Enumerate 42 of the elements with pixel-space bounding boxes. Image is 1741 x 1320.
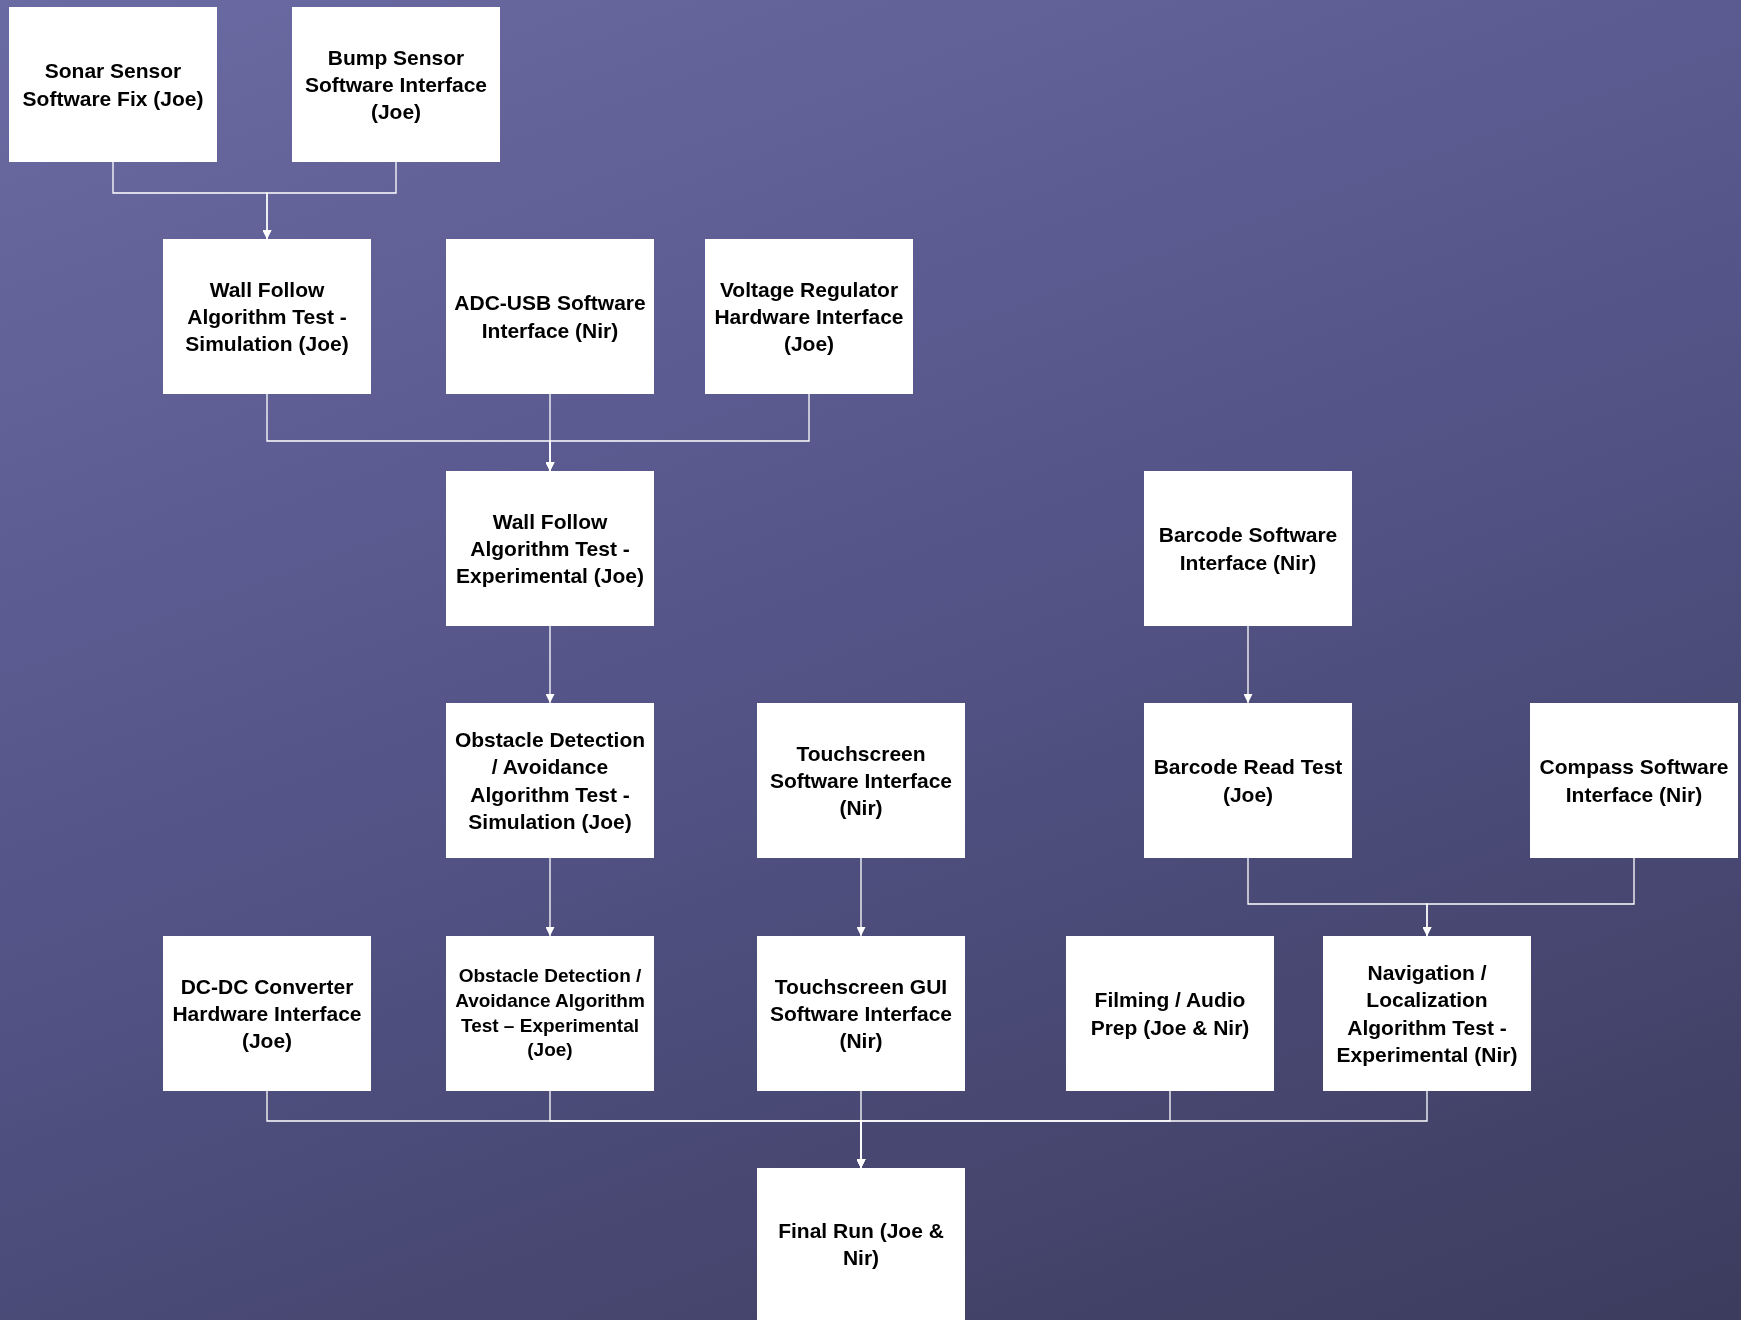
task-box <box>1323 936 1531 1091</box>
task-label: Obstacle Detection / Avoidance Algorithm Test – Experimental (Joe) <box>454 964 646 1063</box>
task-label: Compass Software Interface (Nir) <box>1538 754 1730 808</box>
task-box <box>757 1168 965 1320</box>
task-label: ADC-USB Software Interface (Nir) <box>453 290 647 344</box>
task-box <box>446 703 654 858</box>
task-box <box>9 7 217 162</box>
task-box <box>1144 703 1352 858</box>
task-box <box>1530 703 1738 858</box>
task-label: Navigation / Localization Algorithm Test - Experimental (Nir) <box>1335 959 1519 1068</box>
task-label: Touchscreen Software Interface (Nir) <box>768 740 954 822</box>
task-label: Wall Follow Algorithm Test - Experimental (Joe) <box>455 508 645 590</box>
task-box <box>1144 471 1352 626</box>
task-box <box>757 703 965 858</box>
connector-arrow <box>856 857 866 937</box>
task-label: Bump Sensor Software Interface (Joe) <box>303 44 489 126</box>
task-box <box>446 936 654 1091</box>
task-label: Filming / Audio Prep (Joe & Nir) <box>1089 987 1251 1041</box>
task-box <box>705 239 913 394</box>
task-label: Voltage Regulator Hardware Interface (Joe) <box>713 276 905 358</box>
task-label: Final Run (Joe & Nir) <box>777 1217 945 1271</box>
task-box <box>292 7 500 162</box>
task-label: DC-DC Converter Hardware Interface (Joe) <box>171 973 363 1055</box>
task-box <box>1066 936 1274 1091</box>
task-label: Wall Follow Algorithm Test - Simulation (Joe) <box>184 276 350 358</box>
task-box <box>163 936 371 1091</box>
task-box <box>446 239 654 394</box>
connector-arrow <box>262 161 397 240</box>
task-label: Obstacle Detection / Avoidance Algorithm Test - Simulation (Joe) <box>453 726 647 835</box>
connector-arrow <box>545 625 555 704</box>
task-box <box>446 471 654 626</box>
task-box <box>163 239 371 394</box>
task-label: Barcode Software Interface (Nir) <box>1157 522 1339 576</box>
task-box <box>757 936 965 1091</box>
connector-arrow <box>545 857 555 937</box>
connector-arrow <box>545 393 810 472</box>
task-label: Touchscreen GUI Software Interface (Nir) <box>768 973 954 1055</box>
connector-arrow <box>856 1090 1428 1169</box>
task-label: Barcode Read Test (Joe) <box>1152 754 1344 808</box>
connector-arrow <box>1422 857 1635 937</box>
task-label: Sonar Sensor Software Fix (Joe) <box>21 58 205 112</box>
connector-arrow <box>1243 625 1253 704</box>
